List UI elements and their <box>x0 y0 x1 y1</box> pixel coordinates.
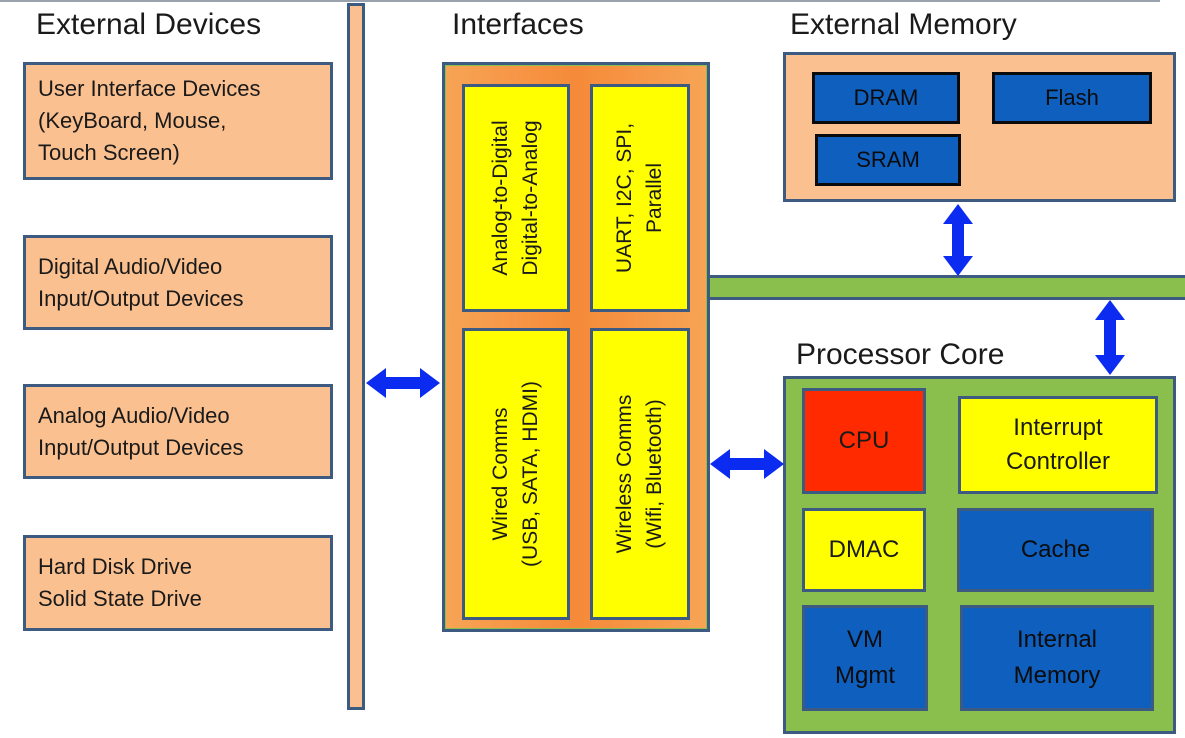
processor-core-title: Processor Core <box>796 338 1005 371</box>
device-analog-av: Analog Audio/Video Input/Output Devices <box>23 384 333 479</box>
interface-adc-dac: Analog-to-Digital Digital-to-Analog <box>462 84 570 312</box>
system-bus-bar <box>707 275 1185 300</box>
interface-wireless: Wireless Comms (Wifi, Bluetooth) <box>590 328 690 620</box>
core-interrupt-controller: Interrupt Controller <box>958 396 1158 494</box>
core-cpu: CPU <box>802 388 926 494</box>
core-interrupt-controller-label: Interrupt Controller <box>1005 414 1111 475</box>
interface-serial: UART, I2C, SPI, Parallel <box>590 84 690 312</box>
device-storage: Hard Disk Drive Solid State Drive <box>23 535 333 631</box>
core-internal-memory-label: Internal Memory <box>1013 626 1101 689</box>
external-memory-title: External Memory <box>790 8 1017 41</box>
memory-dram: DRAM <box>812 72 960 124</box>
device-digital-av: Digital Audio/Video Input/Output Devices <box>23 235 333 330</box>
core-dmac: DMAC <box>802 508 926 592</box>
core-internal-memory: Internal Memory <box>960 605 1154 711</box>
core-cache-label: Cache <box>1020 536 1091 563</box>
device-storage-label: Hard Disk Drive Solid State Drive <box>38 554 202 611</box>
memory-flash: Flash <box>992 72 1152 124</box>
device-bus-bar <box>347 3 365 710</box>
interfaces-title: Interfaces <box>452 8 584 41</box>
core-cache: Cache <box>957 508 1154 592</box>
core-cpu-label: CPU <box>838 427 890 454</box>
memory-sram: SRAM <box>815 134 961 186</box>
device-analog-av-label: Analog Audio/Video Input/Output Devices <box>38 402 244 460</box>
device-user-interface-label: User Interface Devices (KeyBoard, Mouse,… <box>38 76 261 165</box>
device-digital-av-label: Digital Audio/Video Input/Output Devices <box>38 253 244 311</box>
arrow-devices-interfaces <box>366 368 440 398</box>
memory-flash-label: Flash <box>1045 85 1099 110</box>
device-user-interface: User Interface Devices (KeyBoard, Mouse,… <box>23 62 333 180</box>
arrow-bus-core <box>1095 300 1125 375</box>
arrow-interfaces-core <box>710 449 784 479</box>
core-vm-mgmt-label: VM Mgmt <box>835 626 895 689</box>
memory-sram-label: SRAM <box>856 147 920 172</box>
memory-dram-label: DRAM <box>853 85 919 110</box>
core-dmac-label: DMAC <box>828 536 900 563</box>
core-vm-mgmt: VM Mgmt <box>802 605 928 711</box>
external-devices-title: External Devices <box>36 8 262 41</box>
top-border-line <box>0 0 1160 2</box>
arrow-memory-bus <box>943 204 973 276</box>
interface-wired: Wired Comms (USB, SATA, HDMI) <box>462 328 570 620</box>
